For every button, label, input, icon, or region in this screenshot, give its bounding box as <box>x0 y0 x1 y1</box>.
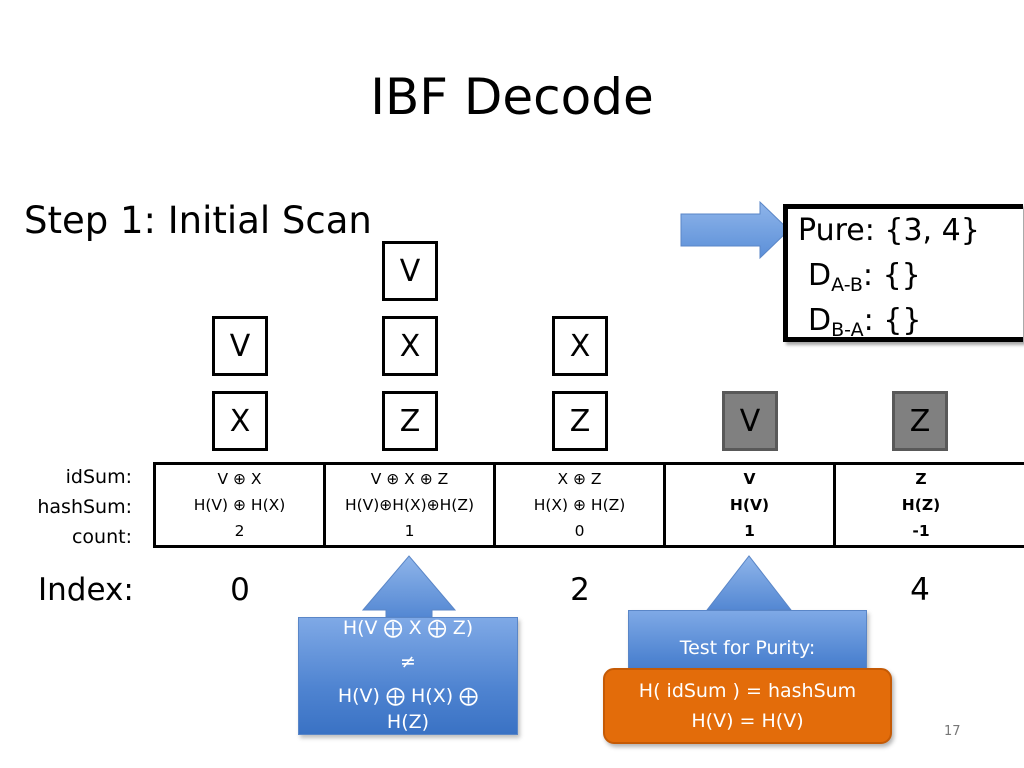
hash-mismatch-callout: H(V ⨁ X ⨁ Z) ≠ H(V) ⨁ H(X) ⨁ H(Z) <box>298 617 518 735</box>
purity-check-line: H( idSum ) = hashSum <box>638 680 857 702</box>
index-value: 2 <box>570 572 590 608</box>
pure-row: Pure: {3, 4} <box>798 211 980 251</box>
ibf-cell-3: V H(V) 1 <box>663 462 836 548</box>
index-value: 4 <box>910 572 930 608</box>
cell-count: 2 <box>234 522 245 540</box>
up-arrow-icon <box>705 555 793 615</box>
dba-row: DB-A: {} <box>808 303 922 341</box>
dab-label: D <box>808 258 832 293</box>
dba-value: {} <box>883 303 922 338</box>
dab-row: DA-B: {} <box>808 258 921 296</box>
cell-hashsum: H(V)⊕H(X)⊕H(Z) <box>344 496 475 514</box>
callout-line: H(Z) <box>386 711 430 733</box>
cell-hashsum: H(V) ⊕ H(X) <box>193 496 286 514</box>
cell-idsum: V <box>743 470 756 488</box>
ibf-cell-2: X ⊕ Z H(X) ⊕ H(Z) 0 <box>493 462 666 548</box>
cell-hashsum: H(Z) <box>901 496 941 514</box>
cell-hashsum: H(X) ⊕ H(Z) <box>533 496 626 514</box>
element-box: V <box>212 316 268 376</box>
step-heading: Step 1: Initial Scan <box>24 199 372 242</box>
index-label: Index: <box>38 572 134 608</box>
cell-count: 1 <box>744 522 755 540</box>
decode-state-legend: Pure: {3, 4} DA-B: {} DB-A: {} <box>783 204 1023 342</box>
pure-label: Pure: <box>798 213 875 248</box>
callout-line: H(V ⨁ X ⨁ Z) <box>342 617 474 639</box>
dab-value: {} <box>882 258 921 293</box>
ibf-cell-1: V ⊕ X ⊕ Z H(V)⊕H(X)⊕H(Z) 1 <box>323 462 496 548</box>
cell-idsum: V ⊕ X ⊕ Z <box>370 470 449 488</box>
count-row-label: count: <box>71 526 132 548</box>
up-arrow-icon <box>361 555 457 623</box>
pure-element-box: V <box>722 391 778 451</box>
ibf-cell-4: Z H(Z) -1 <box>833 462 1024 548</box>
hashsum-row-label: hashSum: <box>37 496 132 518</box>
idsum-row-label: idSum: <box>65 466 132 488</box>
pure-element-box: Z <box>892 391 948 451</box>
element-box: X <box>212 391 268 451</box>
element-box: X <box>552 316 608 376</box>
cell-count: 0 <box>574 522 585 540</box>
element-box: Z <box>382 391 438 451</box>
cell-idsum: V ⊕ X <box>217 470 262 488</box>
cell-count: 1 <box>404 522 415 540</box>
slide-title: IBF Decode <box>370 68 654 126</box>
cell-idsum: X ⊕ Z <box>557 470 602 488</box>
element-box: X <box>382 316 438 376</box>
pure-value: {3, 4} <box>884 213 980 248</box>
ibf-cell-0: V ⊕ X H(V) ⊕ H(X) 2 <box>153 462 326 548</box>
callout-label: Test for Purity: <box>679 637 816 659</box>
dba-label: D <box>808 303 832 338</box>
dba-subscript: B-A <box>831 319 864 341</box>
dab-subscript: A-B <box>831 274 863 296</box>
slide-number: 17 <box>944 724 961 739</box>
element-box: Z <box>552 391 608 451</box>
element-box: V <box>382 241 438 301</box>
cell-count: -1 <box>912 522 930 540</box>
right-arrow-icon <box>680 200 790 260</box>
purity-check-line: H(V) = H(V) <box>691 710 804 732</box>
callout-line: H(V) ⨁ H(X) ⨁ <box>337 685 479 707</box>
index-value: 0 <box>230 572 250 608</box>
callout-line: ≠ <box>400 651 416 673</box>
cell-idsum: Z <box>915 470 927 488</box>
cell-hashsum: H(V) <box>729 496 770 514</box>
purity-check-box: H( idSum ) = hashSum H(V) = H(V) <box>603 668 892 744</box>
